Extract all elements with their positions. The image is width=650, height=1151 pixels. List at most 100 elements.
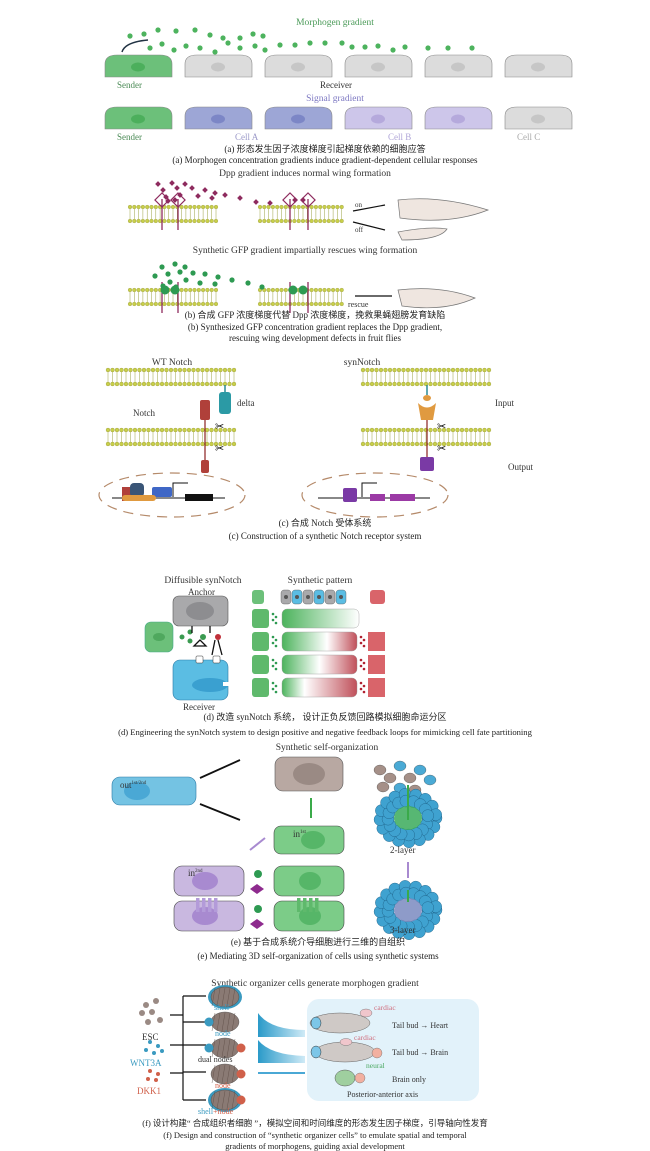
lipid-head: [191, 381, 196, 387]
panel-a: Morphogen gradient Sender Receiver Signa…: [104, 18, 573, 165]
dpp-molecule: [267, 200, 273, 206]
lipid-head: [137, 427, 142, 433]
lipid-head: [177, 367, 183, 373]
response-cell-nucleus: [531, 114, 545, 124]
lipid-head: [209, 301, 214, 307]
lipid-head: [369, 381, 375, 387]
lipid-head: [204, 381, 210, 387]
lipid-head: [155, 427, 160, 433]
cell-b-label: Cell B: [388, 132, 411, 142]
morphogen-dot: [390, 47, 396, 53]
lipid-head: [365, 381, 370, 387]
lipid-head: [275, 287, 280, 293]
lipid-head: [401, 367, 406, 373]
red-dot: [359, 658, 363, 662]
lipid-head: [387, 367, 393, 373]
shell-node-label: shell+node: [198, 1107, 234, 1116]
lipid-head: [339, 301, 344, 307]
lipid-head: [275, 301, 280, 307]
morphogen-dots: [127, 27, 475, 55]
red-dot: [362, 644, 366, 648]
gfp-molecule: [167, 279, 173, 285]
lipid-head: [136, 287, 141, 293]
response-cell-row: [104, 106, 573, 130]
lipid-head: [322, 287, 327, 293]
lipid-head: [105, 427, 111, 433]
pattern-gradient-row: [281, 654, 358, 675]
self-organization-title: Synthetic self-organization: [276, 742, 379, 753]
lipid-head: [339, 287, 344, 293]
gfp-molecule: [182, 264, 188, 270]
lipid-head: [482, 427, 487, 433]
lipid-head: [150, 381, 156, 387]
lipid-head: [392, 381, 397, 387]
lipid-head: [410, 381, 415, 387]
lipid-head: [437, 427, 442, 433]
lipid-head: [218, 441, 223, 447]
lipid-head: [213, 381, 219, 387]
lipid-head: [164, 367, 169, 373]
morphogen-dot: [252, 43, 258, 49]
red-dot: [362, 690, 366, 694]
lipid-head: [128, 441, 133, 447]
lipid-head: [141, 441, 147, 447]
lipid-head: [209, 287, 214, 293]
pattern-gradient-row: [281, 608, 360, 629]
adhesion-receptor: [250, 919, 264, 929]
lipid-head: [119, 367, 124, 373]
lipid-head: [262, 218, 267, 224]
lipid-head: [168, 441, 174, 447]
lipid-head: [482, 367, 487, 373]
morphogen-dot: [159, 41, 165, 47]
texture: [216, 987, 221, 1007]
morphogen-dot: [425, 45, 431, 51]
lipid-head: [159, 441, 165, 447]
lipid-head: [200, 381, 205, 387]
lipid-head: [283, 204, 288, 210]
lipid-head: [477, 427, 483, 433]
dual-nodes-label: dual nodes: [198, 1055, 232, 1064]
morphogen-dot: [362, 44, 368, 50]
nucleus: [301, 472, 449, 518]
lipid-head: [266, 204, 271, 210]
lipid-head: [468, 367, 474, 373]
lipid-head: [182, 367, 187, 373]
lipid-head: [123, 441, 129, 447]
morphogen-dot: [192, 27, 198, 33]
lipid-head: [195, 367, 201, 373]
lipid-head: [262, 301, 267, 307]
green-nucleus: [299, 872, 321, 890]
panel-f: Synthetic organizer cells generate morph…: [130, 979, 488, 1151]
lipid-head: [405, 441, 411, 447]
differentiation-arrows: [199, 759, 241, 821]
lipid-head: [222, 441, 228, 447]
lipid-head: [450, 427, 456, 433]
texture: [226, 1090, 231, 1110]
pattern-cell-nucleus: [306, 595, 310, 599]
lipid-head: [405, 381, 411, 387]
dpp-molecule: [189, 185, 195, 191]
output-domain: [420, 457, 434, 471]
dpp-receptor: [282, 192, 298, 208]
loose-cell: [376, 781, 390, 793]
morphogen-dot: [260, 33, 266, 39]
caption-d-en: (d) Engineering the synNotch system to d…: [118, 727, 533, 737]
lipid-head: [186, 367, 192, 373]
dpp-dots: [154, 180, 316, 208]
input-receptor: [418, 403, 436, 420]
lipid-head: [170, 301, 176, 307]
lipid-head: [318, 218, 323, 224]
lipid-head: [374, 367, 379, 373]
nucleus: [98, 472, 246, 518]
lipid-head: [300, 204, 306, 210]
lipid-head: [300, 301, 306, 307]
red-dot: [362, 684, 366, 688]
receiver-cell-nucleus: [211, 62, 225, 72]
lipid-head: [192, 287, 197, 293]
lipid-head: [227, 367, 232, 373]
lipid-head: [209, 427, 214, 433]
caption-e-en: (e) Mediating 3D self-organization of ce…: [197, 951, 439, 961]
lipid-head: [127, 301, 133, 307]
lipid-head: [322, 301, 327, 307]
gfp-receptor: [288, 285, 298, 295]
